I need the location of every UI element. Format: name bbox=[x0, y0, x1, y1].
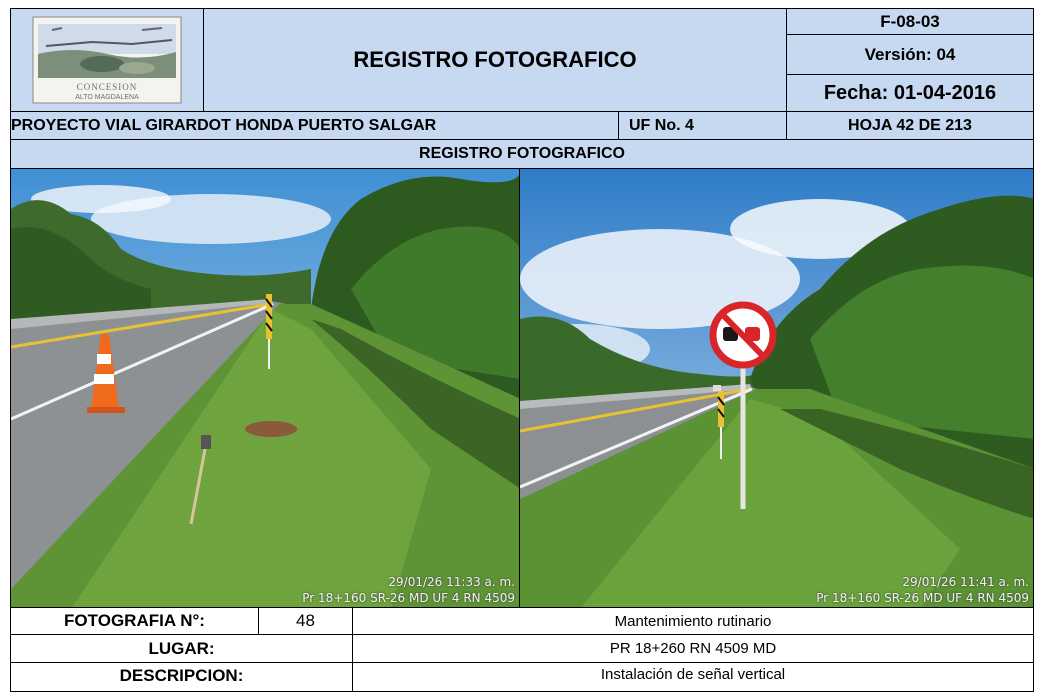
logo-text-line2: ALTO MAGDALENA bbox=[75, 94, 139, 101]
document-title: REGISTRO FOTOGRAFICO bbox=[203, 8, 787, 112]
photo-right-timestamp: 29/01/26 11:41 a. m. bbox=[902, 575, 1029, 589]
photo-right: 29/01/26 11:41 a. m. Pr 18+160 SR-26 MD … bbox=[519, 168, 1034, 608]
form-code: F-08-03 bbox=[786, 8, 1034, 35]
form-version: Versión: 04 bbox=[786, 34, 1034, 75]
sheet-number: HOJA 42 DE 213 bbox=[786, 111, 1034, 140]
photo-number-value: 48 bbox=[258, 607, 353, 635]
photo-left-scene bbox=[11, 169, 519, 607]
logo-cell: CONCESION ALTO MAGDALENA bbox=[10, 8, 204, 112]
form-date: Fecha: 01-04-2016 bbox=[786, 74, 1034, 112]
photo-right-location: Pr 18+160 SR-26 MD UF 4 RN 4509 bbox=[816, 591, 1029, 605]
place-label: LUGAR: bbox=[10, 634, 353, 663]
photo-number-label: FOTOGRAFIA N°: bbox=[10, 607, 259, 635]
description-label: DESCRIPCION: bbox=[10, 662, 353, 692]
photo-left-location: Pr 18+160 SR-26 MD UF 4 RN 4509 bbox=[302, 591, 515, 605]
photo-right-scene bbox=[520, 169, 1033, 607]
description-value: Instalación de señal vertical bbox=[352, 662, 1034, 692]
company-logo: CONCESION ALTO MAGDALENA bbox=[32, 16, 182, 104]
photo-left: 29/01/26 11:33 a. m. Pr 18+160 SR-26 MD … bbox=[10, 168, 520, 608]
section-title: REGISTRO FOTOGRAFICO bbox=[10, 139, 1034, 169]
uf-number: UF No. 4 bbox=[618, 111, 787, 140]
activity-value: Mantenimiento rutinario bbox=[352, 607, 1034, 635]
logo-text-line1: CONCESION bbox=[77, 82, 138, 92]
place-value: PR 18+260 RN 4509 MD bbox=[352, 634, 1034, 663]
project-name: PROYECTO VIAL GIRARDOT HONDA PUERTO SALG… bbox=[10, 111, 619, 140]
photo-left-timestamp: 29/01/26 11:33 a. m. bbox=[388, 575, 515, 589]
